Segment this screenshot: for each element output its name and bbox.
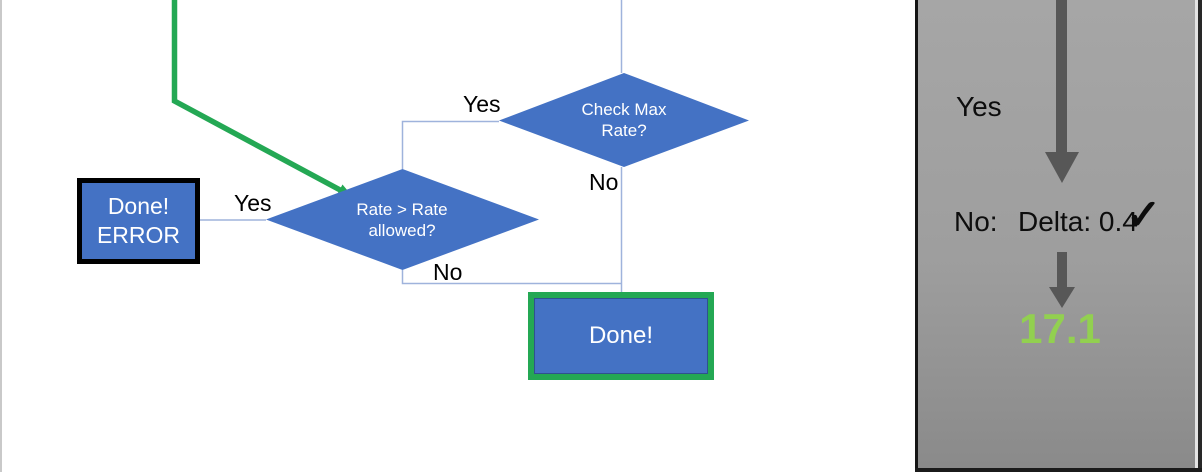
label-rate-no: No	[433, 259, 463, 285]
green-path-line	[171, 0, 344, 194]
result-value: 17.1	[1019, 305, 1101, 352]
side-panel-bottom-border	[915, 468, 1202, 472]
decision-rate-allowed-shape	[266, 169, 539, 270]
decision-check-max-rate-shape	[499, 73, 749, 167]
decision-check-max-rate-label: Check Max Rate?	[514, 99, 734, 141]
side-panel-left-border	[915, 0, 918, 471]
box-done: Done!	[528, 292, 714, 380]
side-panel: Yes No: Delta: 0.4 ✓ 17.1	[915, 0, 1202, 472]
check-icon: ✓	[1126, 191, 1162, 238]
down-arrow-small-icon	[1057, 252, 1067, 288]
side-panel-right-margin	[1195, 0, 1198, 468]
panel-delta-value: Delta: 0.4	[1018, 206, 1138, 237]
panel-no-label: No:	[954, 206, 998, 237]
decision-check-max-rate-line1: Check Max	[581, 100, 667, 119]
box-done-error-line2: ERROR	[96, 222, 181, 248]
down-arrowhead-small-icon	[1049, 287, 1075, 308]
side-panel-right-border	[1198, 0, 1202, 472]
panel-yes-label: Yes	[956, 91, 1002, 122]
box-done-error-line1: Done!	[107, 193, 170, 219]
connector-checkmax-yes	[401, 120, 499, 169]
decision-rate-allowed-line1: Rate > Rate	[356, 200, 448, 219]
slide-left-edge	[0, 0, 2, 472]
box-done-error: Done! ERROR	[77, 178, 200, 264]
label-checkmax-no: No	[589, 169, 619, 195]
down-arrow-icon	[1056, 0, 1067, 153]
decision-rate-allowed-line2: allowed?	[368, 221, 436, 240]
down-arrowhead-icon	[1045, 152, 1079, 183]
decision-rate-allowed-label: Rate > Rate allowed?	[292, 199, 512, 241]
label-rate-yes: Yes	[234, 190, 272, 216]
label-checkmax-yes: Yes	[463, 91, 501, 117]
connector-rate-no	[401, 270, 621, 285]
box-done-label: Done!	[588, 322, 654, 349]
decision-check-max-rate-line2: Rate?	[601, 121, 647, 140]
